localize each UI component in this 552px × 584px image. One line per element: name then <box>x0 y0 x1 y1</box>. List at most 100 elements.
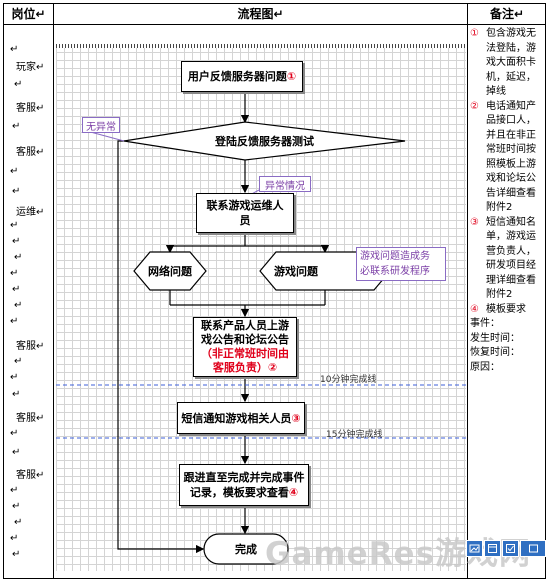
position-cell: 客服↵ <box>16 470 45 481</box>
note-number <box>470 56 486 71</box>
position-cell: ↵ <box>10 316 19 327</box>
checkbox-icon[interactable] <box>502 540 519 557</box>
note-line: 掉线 <box>470 85 544 100</box>
game-callout-line2: 必联系研发程序 <box>360 266 430 277</box>
step-contact-ops: 联系游戏运维人 员 <box>196 193 294 233</box>
decision-label: 登陆反馈服务器测试 <box>215 135 314 148</box>
position-cell: ↵ <box>10 372 19 383</box>
note-line: 附件2 <box>470 288 544 303</box>
note-text: 附件2 <box>486 289 513 300</box>
note-line: ④ 模板要求 <box>470 303 544 318</box>
note-number: ③ <box>470 216 479 228</box>
step3-line1: 联系产品人员上游 <box>201 319 289 332</box>
more-icon[interactable] <box>520 540 546 557</box>
document-table <box>3 3 546 579</box>
step3-num: ② <box>267 361 278 374</box>
position-cell: 客服↵ <box>16 341 45 352</box>
note-line: ① 包含游戏无 <box>470 27 544 42</box>
note-number <box>470 172 486 187</box>
note-line: 并且在非正 <box>470 129 544 144</box>
position-cell: 客服↵ <box>16 147 45 158</box>
position-cell: ↵ <box>10 166 19 177</box>
network-hexagon <box>133 251 207 291</box>
step3-line3: （非正常班时间由 <box>201 347 289 360</box>
position-cell: 客服↵ <box>16 413 45 424</box>
note-line: 戏和论坛公 <box>470 172 544 187</box>
note-line: 品接口人， <box>470 114 544 129</box>
note-number <box>470 71 486 86</box>
note-number <box>470 114 486 129</box>
step-user-report-num: ① <box>286 70 297 83</box>
step-contact-ops-line1: 联系游戏运维人 <box>206 199 284 212</box>
note-number: ④ <box>470 303 479 315</box>
note-line: 法登陆，游 <box>470 42 544 57</box>
note-text: 并且在非正 <box>486 129 536 141</box>
note-text: 掉线 <box>486 86 506 97</box>
note-text: 营负责人， <box>486 245 536 257</box>
note-text: 告详细查看 <box>486 187 536 199</box>
end-terminator <box>203 533 289 565</box>
note-number: ① <box>470 28 479 39</box>
game-callout-line1: 游戏问题造成务 <box>360 251 430 262</box>
note-number <box>470 129 486 144</box>
step-contact-ops-line2: 员 <box>239 214 251 227</box>
position-cell: ↵ <box>12 284 21 295</box>
note-line: 戏大面积卡 <box>470 56 544 71</box>
header-flowchart: 流程图↵ <box>54 3 467 25</box>
column-divider-left <box>53 3 54 579</box>
note-line: 研发项目经 <box>470 259 544 274</box>
note-line: 恢复时间： <box>470 346 544 361</box>
note-text: 戏和论坛公 <box>486 173 536 184</box>
step5-num: ④ <box>288 486 299 499</box>
note-text: 包含游戏无 <box>486 28 536 39</box>
step-user-report-label: 用户反馈服务器问题 <box>187 70 287 83</box>
game-problem: 游戏问题 <box>274 265 318 278</box>
note-text: 研发项目经 <box>486 260 536 271</box>
position-cell: ↵ <box>10 485 19 496</box>
position-cell: 运维↵ <box>16 207 45 218</box>
position-cell: ↵ <box>14 300 23 311</box>
note-number <box>470 42 486 57</box>
position-cell: 玩家↵ <box>16 62 45 73</box>
note-line: 照模板上游 <box>470 158 544 173</box>
note-number <box>470 245 486 260</box>
note-line: 单，游戏运 <box>470 230 544 245</box>
position-cell: ↵ <box>12 389 21 400</box>
note-text: 模板要求 <box>486 303 526 315</box>
window-icon[interactable] <box>484 540 501 557</box>
note-line: 告详细查看 <box>470 187 544 202</box>
note-text: 理详细查看 <box>486 274 536 286</box>
anomaly-callout: 异常情况 <box>259 176 311 192</box>
column-divider-right <box>467 3 468 579</box>
position-cell: ↵ <box>10 533 19 544</box>
note-text: 原因： <box>470 361 500 373</box>
step4-label: 短信通知游戏相关人员 <box>181 411 292 425</box>
arrow-no-anomaly <box>117 140 205 554</box>
note-text: 事件： <box>470 318 500 329</box>
note-number <box>470 187 486 202</box>
note-text: 品接口人， <box>486 115 536 126</box>
position-cell: ↵ <box>10 220 19 231</box>
note-text: 戏大面积卡 <box>486 57 536 68</box>
note-line: 发生时间： <box>470 332 544 347</box>
note-number <box>470 85 486 100</box>
position-cell: ↵ <box>12 121 21 132</box>
image-icon[interactable] <box>466 540 483 557</box>
position-cell: ↵ <box>10 44 19 55</box>
note-line: 附件2 <box>470 201 544 216</box>
note-number <box>470 259 486 274</box>
note-text: 单，游戏运 <box>486 231 536 242</box>
position-cell: ↵ <box>12 549 21 560</box>
note-number <box>470 288 486 303</box>
no-anomaly-callout: 无异常 <box>82 117 120 133</box>
note-line: 常班时间按 <box>470 143 544 158</box>
position-cell: ↵ <box>10 268 19 279</box>
ten-minute-label: 10分钟完成线 <box>320 375 377 385</box>
step-follow-up: 跟进直至完成并完成事件 记录，模板要求查看④ <box>179 464 309 506</box>
step3-line4: 客服负责） <box>212 361 268 374</box>
